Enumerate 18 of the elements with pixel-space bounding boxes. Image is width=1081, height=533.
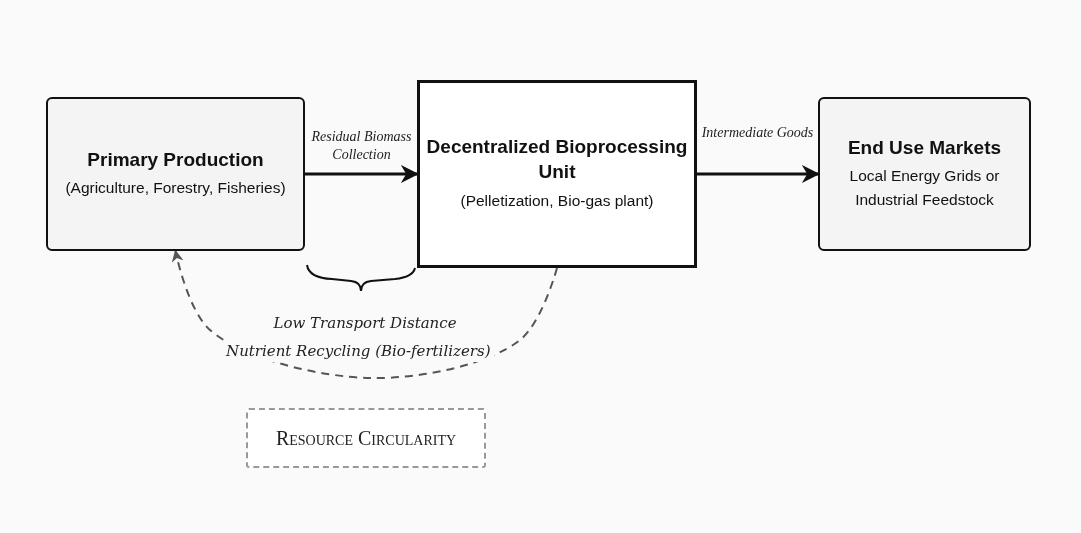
process-box bbox=[417, 80, 697, 268]
process-box bbox=[46, 97, 305, 251]
arrow bbox=[171, 249, 558, 379]
annotation-text: Low Transport Distance bbox=[272, 314, 458, 334]
box-title: Decentralized Bioprocessing Unit bbox=[426, 135, 688, 184]
edge-label: Intermediate Goods bbox=[700, 124, 815, 142]
box-title: Resource Circularity bbox=[275, 426, 457, 450]
box-description: (Agriculture, Forestry, Fisheries) bbox=[65, 178, 286, 199]
box-title: Primary Production bbox=[87, 147, 264, 172]
arrow bbox=[697, 165, 820, 183]
edge-label: Nutrient Recycling (Bio-fertilizers) bbox=[222, 342, 495, 362]
edge-label: Residual Biomass Collection bbox=[310, 128, 413, 163]
process-box bbox=[818, 97, 1031, 251]
box-description: (Pelletization, Bio-gas plant) bbox=[460, 190, 654, 211]
arrow bbox=[305, 165, 419, 183]
box-description: Local Energy Grids or Industrial Feedstock bbox=[848, 166, 1001, 211]
note-box bbox=[246, 408, 486, 468]
box-title: End Use Markets bbox=[847, 135, 1002, 160]
